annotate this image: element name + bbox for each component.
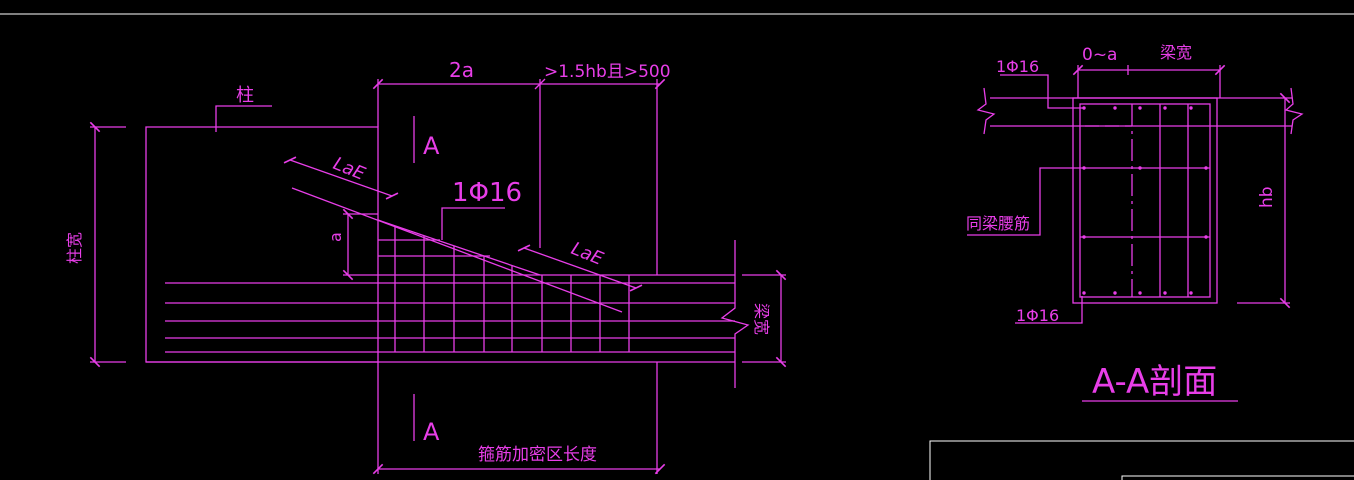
section-offset-label: 0~a	[1082, 45, 1117, 65]
lae-dim-upper	[283, 156, 399, 200]
dim-tick-mid	[534, 78, 546, 90]
haunch-bar-leader	[441, 207, 505, 240]
haunch-slope-line	[377, 219, 541, 276]
section-beam-width-label: 梁宽	[1160, 43, 1192, 62]
slab-break-left	[976, 87, 996, 135]
beam-outline	[1072, 97, 1218, 304]
lae-dim-lower	[517, 244, 643, 292]
section-height-label: hb	[1257, 186, 1277, 208]
beam-break-symbol	[720, 240, 750, 388]
elevation-view: 2a >1.5hb且>500 柱 A A LaE LaE 1Φ16 a 柱宽 梁…	[65, 58, 787, 475]
beam-width-label: 梁宽	[752, 303, 771, 335]
top-bar-leader	[1000, 74, 1085, 109]
rebar-dots	[1082, 106, 1208, 295]
section-view: 1Φ16 0~a 梁宽 同梁腰筋 hb 1Φ16 A-A剖面	[966, 43, 1304, 402]
column-leader	[215, 105, 272, 132]
column-label: 柱	[236, 85, 254, 106]
column-width-label: 柱宽	[65, 232, 84, 264]
section-top-bar-label: 1Φ16	[996, 57, 1039, 76]
stirrup-outline	[1079, 103, 1211, 298]
dim-extension-label: >1.5hb且>500	[544, 62, 671, 82]
waist-bar-leader	[967, 167, 1080, 236]
section-title: A-A剖面	[1092, 362, 1217, 402]
title-block-frame	[929, 440, 1354, 480]
title-block-inner	[1121, 475, 1354, 480]
haunch-height-label: a	[326, 232, 345, 242]
anchor-length-upper: LaE	[330, 153, 369, 185]
slab-break-right	[1284, 87, 1304, 135]
section-waist-bar-label: 同梁腰筋	[966, 214, 1030, 233]
dim-2a-label: 2a	[449, 58, 474, 82]
stirrup-zone-label: 箍筋加密区长度	[478, 445, 597, 465]
section-bottom-bar-label: 1Φ16	[1016, 306, 1059, 325]
section-mark-bottom: A	[423, 418, 440, 446]
bottom-bar-leader	[1015, 296, 1083, 324]
haunch-bar-label: 1Φ16	[452, 178, 522, 208]
section-mark-top: A	[423, 132, 440, 160]
